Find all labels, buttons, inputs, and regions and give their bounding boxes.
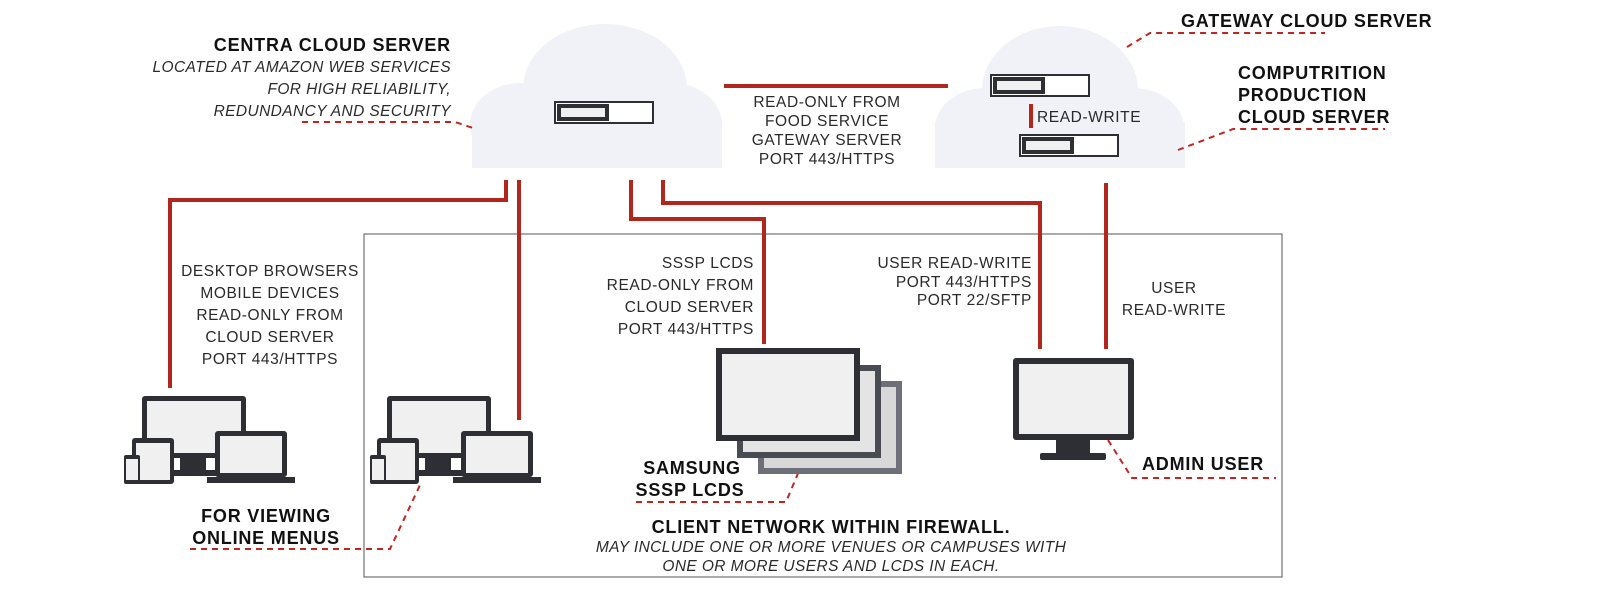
samsung-label: SAMSUNG SSSP LCDS — [636, 458, 745, 500]
desktop-link-line-5: PORT 443/HTTPS — [202, 351, 338, 368]
user-link-line-3: PORT 22/SFTP — [917, 292, 1032, 309]
computrition-label: COMPUTRITION PRODUCTION CLOUD SERVER — [1238, 63, 1390, 127]
centra-subtitle-3: REDUNDANCY AND SECURITY — [214, 103, 453, 120]
viewing-line-1: FOR VIEWING — [201, 506, 331, 526]
user-link-label: USER READ-WRITE PORT 443/HTTPS PORT 22/S… — [877, 255, 1032, 309]
desktop-link-line-4: CLOUD SERVER — [205, 329, 334, 346]
computrition-line-3: CLOUD SERVER — [1238, 107, 1390, 127]
desktop-link-line-1: DESKTOP BROWSERS — [181, 263, 359, 280]
client-network-boundary — [363, 233, 1283, 578]
admin-link-line-2: READ-WRITE — [1122, 302, 1226, 319]
desktop-link-line-2: MOBILE DEVICES — [200, 285, 339, 302]
readonly-link-line-3: GATEWAY SERVER — [752, 132, 903, 149]
centra-subtitle-2: FOR HIGH RELIABILITY, — [267, 81, 451, 98]
samsung-line-2: SSSP LCDS — [636, 480, 745, 500]
sssp-link-label: SSSP LCDS READ-ONLY FROM CLOUD SERVER PO… — [607, 255, 754, 338]
viewing-line-2: ONLINE MENUS — [192, 528, 340, 548]
computrition-line-1: COMPUTRITION — [1238, 63, 1387, 83]
gateway-server-icon — [990, 74, 1090, 97]
centra-label: CENTRA CLOUD SERVER LOCATED AT AMAZON WE… — [152, 35, 453, 120]
user-link-line-1: USER READ-WRITE — [877, 255, 1032, 272]
sssp-link-line-4: PORT 443/HTTPS — [618, 321, 754, 338]
desktop-link-line-3: READ-ONLY FROM — [196, 307, 343, 324]
admin-link-line-1: USER — [1151, 280, 1196, 297]
firewall-label: CLIENT NETWORK WITHIN FIREWALL. MAY INCL… — [596, 517, 1067, 575]
gateway-title: GATEWAY CLOUD SERVER — [1181, 11, 1432, 31]
readonly-link-line-1: READ-ONLY FROM — [753, 94, 900, 111]
centra-server-icon — [554, 101, 654, 124]
computrition-server-icon — [1019, 134, 1119, 157]
user-link-line-2: PORT 443/HTTPS — [896, 274, 1032, 291]
connection-wires — [168, 84, 1108, 420]
centra-title: CENTRA CLOUD SERVER — [214, 35, 451, 55]
desktop-link-label: DESKTOP BROWSERS MOBILE DEVICES READ-ONL… — [181, 263, 359, 368]
samsung-line-1: SAMSUNG — [643, 458, 741, 478]
firewall-subtitle-1: MAY INCLUDE ONE OR MORE VENUES OR CAMPUS… — [596, 539, 1067, 556]
admin-monitor-icon — [1013, 358, 1134, 460]
leader-lines — [190, 32, 1385, 550]
readonly-link-line-2: FOOD SERVICE — [765, 113, 889, 130]
devices-group-inside — [370, 396, 541, 484]
readonly-link-label: READ-ONLY FROM FOOD SERVICE GATEWAY SERV… — [752, 94, 903, 168]
firewall-subtitle-2: ONE OR MORE USERS AND LCDS IN EACH. — [662, 558, 999, 575]
readwrite-link-label: READ-WRITE — [1037, 109, 1141, 126]
sssp-link-line-1: SSSP LCDS — [662, 255, 754, 272]
sssp-link-line-3: CLOUD SERVER — [625, 299, 754, 316]
readonly-link-line-4: PORT 443/HTTPS — [759, 151, 895, 168]
centra-subtitle-1: LOCATED AT AMAZON WEB SERVICES — [152, 59, 451, 76]
admin-user-label: ADMIN USER — [1142, 454, 1264, 474]
devices-group-left — [124, 396, 295, 484]
samsung-lcd-stack-icon — [716, 348, 902, 474]
computrition-line-2: PRODUCTION — [1238, 85, 1367, 105]
viewing-label: FOR VIEWING ONLINE MENUS — [192, 506, 340, 548]
sssp-link-line-2: READ-ONLY FROM — [607, 277, 754, 294]
admin-link-label: USER READ-WRITE — [1122, 280, 1226, 319]
centra-cloud-shape — [470, 24, 722, 168]
firewall-title: CLIENT NETWORK WITHIN FIREWALL. — [652, 517, 1011, 537]
